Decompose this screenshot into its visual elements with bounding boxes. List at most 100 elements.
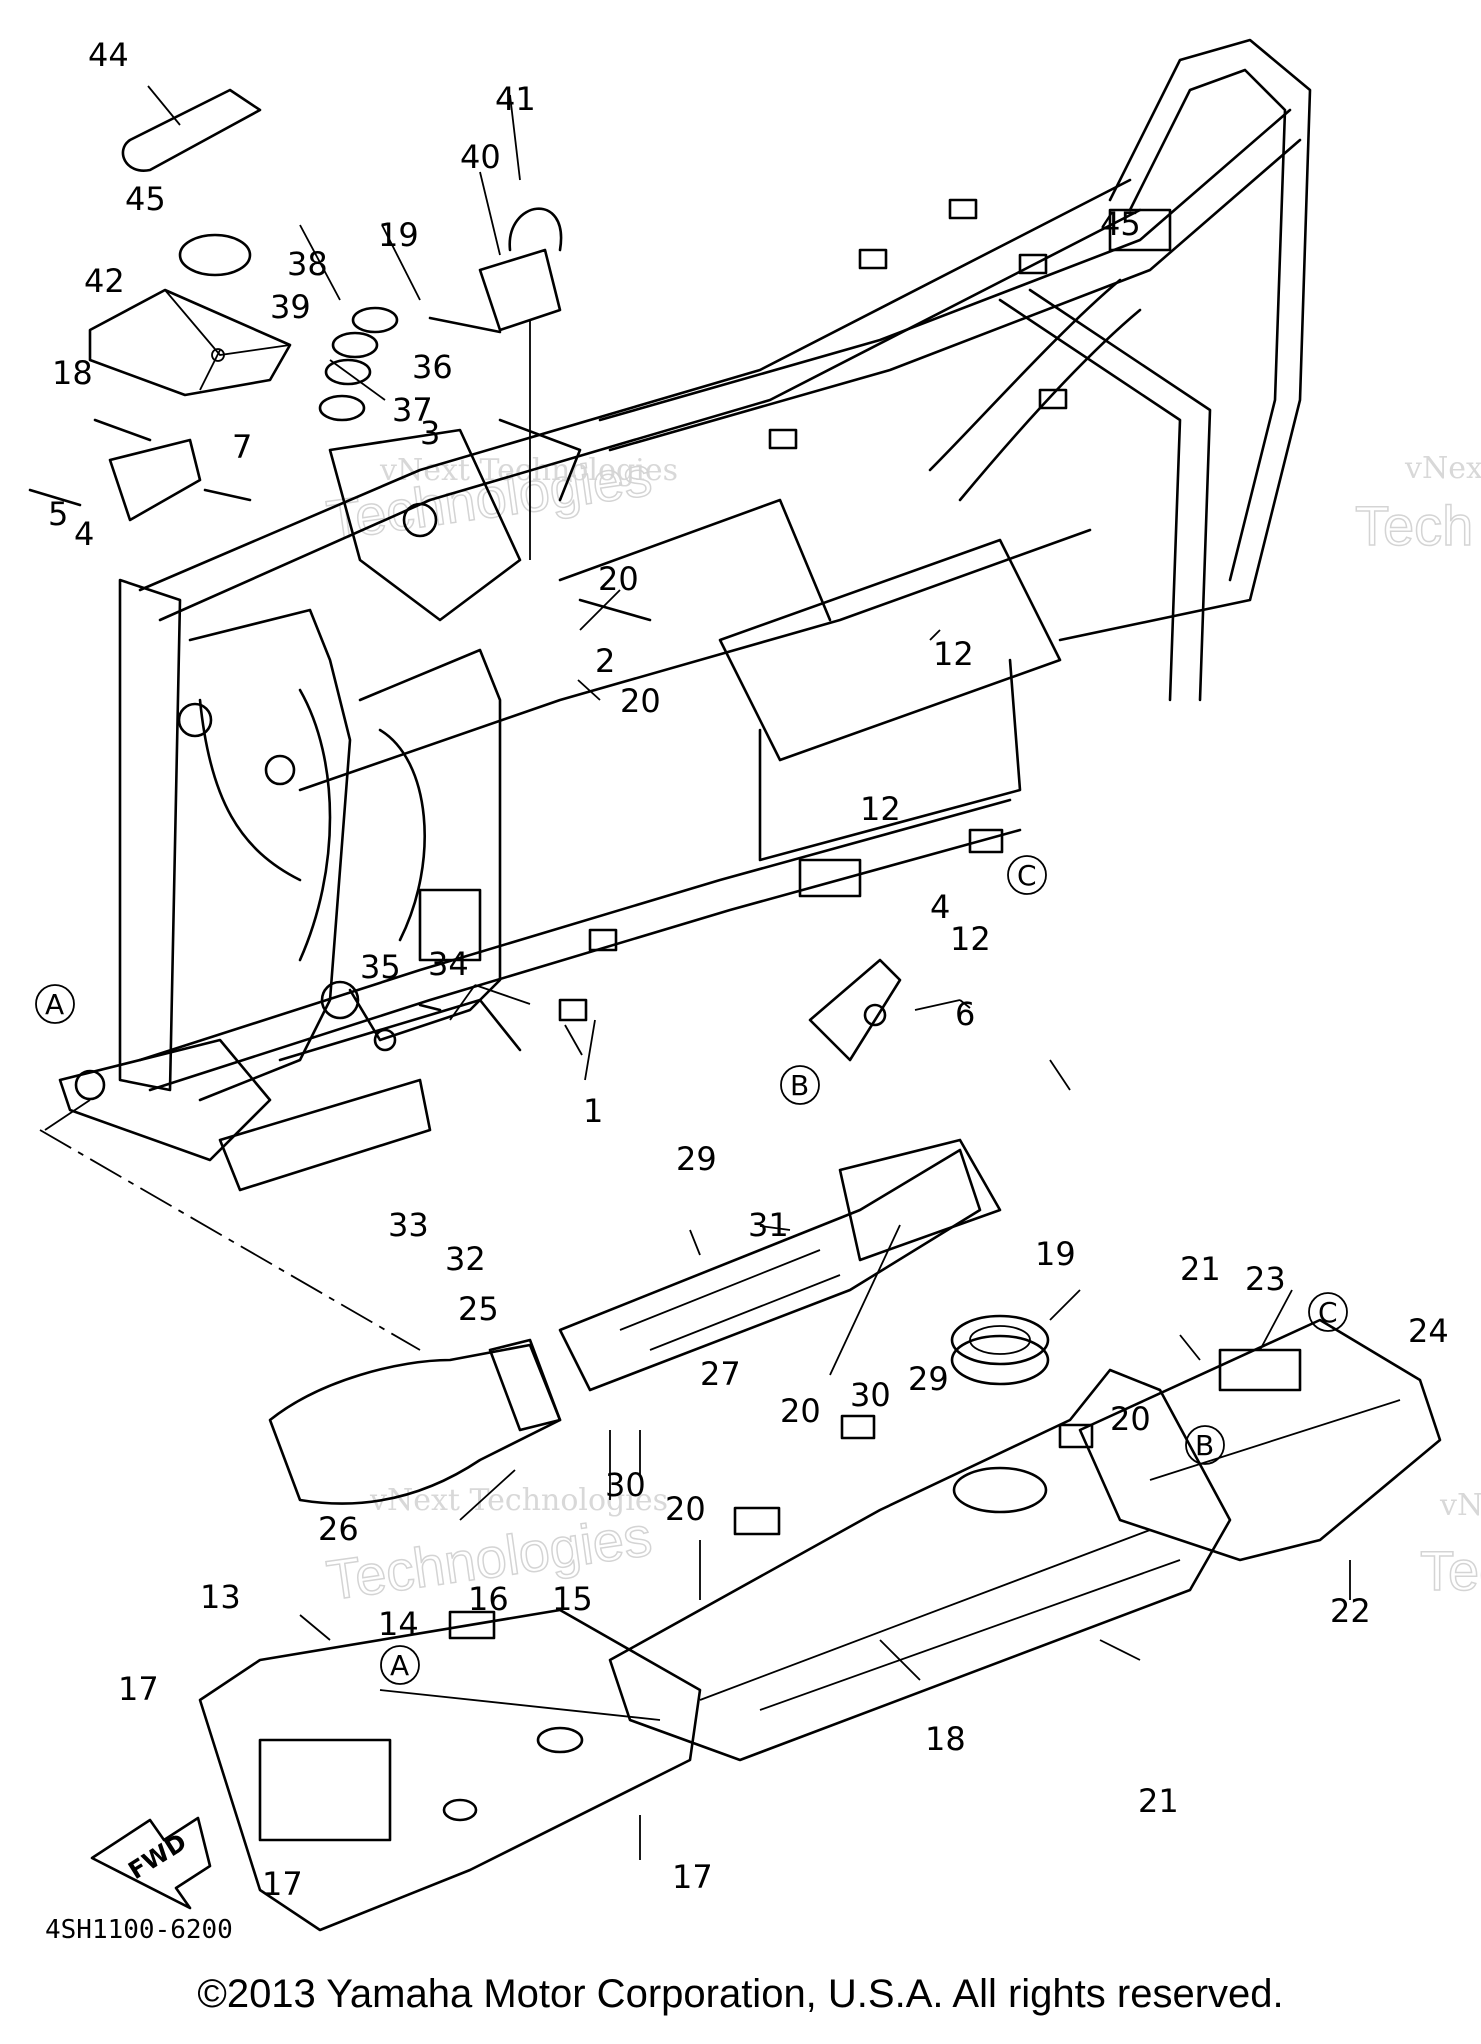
- callout-17b: 17: [262, 1865, 303, 1903]
- callout-7: 7: [232, 428, 252, 466]
- callout-20a: 20: [780, 1392, 821, 1430]
- copyright-notice: ©2013 Yamaha Motor Corporation, U.S.A. A…: [197, 1972, 1284, 2016]
- callout-12b: 12: [860, 790, 901, 828]
- callout-17c: 17: [672, 1858, 713, 1896]
- callout-33: 37: [392, 391, 433, 429]
- ref-marker-c-bottom: C: [1308, 1292, 1348, 1332]
- callout-26: 26: [318, 1510, 359, 1548]
- callout-28: 29: [676, 1140, 717, 1178]
- callout-32: 36: [412, 348, 453, 386]
- callout-17a: 17: [118, 1670, 159, 1708]
- callout-42: 42: [84, 262, 125, 300]
- svg-text:A: A: [390, 1649, 409, 1682]
- svg-text:C: C: [1318, 1296, 1338, 1329]
- callout-11: 20: [620, 682, 661, 720]
- callout-24: 24: [1408, 1312, 1449, 1350]
- callout-19: 19: [1035, 1235, 1076, 1273]
- callout-3: 3: [420, 414, 440, 452]
- callout-18: 18: [925, 1720, 966, 1758]
- part-20-label-a: [840, 1414, 876, 1440]
- callout-44: 45: [125, 180, 166, 218]
- callout-39: 35: [360, 948, 401, 986]
- callout-12c: 12: [950, 920, 991, 958]
- callout-41: 41: [495, 80, 536, 118]
- callout-40: 40: [460, 138, 501, 176]
- callout-30b: 30: [605, 1466, 646, 1504]
- callout-23: 23: [1245, 1260, 1286, 1298]
- callout-15: 15: [552, 1580, 593, 1618]
- callout-43: 44: [88, 36, 129, 74]
- watermark-right-top: vNex Tech: [1354, 451, 1481, 558]
- callout-13: 13: [200, 1578, 241, 1616]
- part-16-label: [448, 1610, 496, 1640]
- ref-marker-a-bottom: A: [380, 1645, 420, 1685]
- callout-31: 31: [748, 1206, 789, 1244]
- svg-text:vNex: vNex: [1404, 451, 1481, 486]
- svg-text:Tech: Tech: [1355, 494, 1473, 557]
- fwd-arrow: FWD: [90, 1816, 212, 1910]
- part-13-front-guard: [198, 1608, 702, 1932]
- reference-line: [39, 1129, 421, 1351]
- callout-14: 14: [378, 1605, 419, 1643]
- callout-45: 45: [1100, 205, 1141, 243]
- part-42-cover: [88, 288, 292, 397]
- callout-16: 16: [468, 1580, 509, 1618]
- part-25-26-shield: [268, 1338, 562, 1505]
- svg-text:A: A: [45, 988, 64, 1021]
- callout-21a: 21: [1180, 1250, 1221, 1288]
- bolts: [28, 316, 652, 1052]
- svg-text:C: C: [1017, 859, 1037, 892]
- part-27-guard: [558, 1138, 1002, 1392]
- callout-25: 25: [458, 1290, 499, 1328]
- callout-10: 20: [598, 560, 639, 598]
- leader-lines: [147, 85, 1351, 1860]
- diagram-code: 4SH1100-6200: [45, 1915, 233, 1945]
- part-22-rear-guard: [1078, 1318, 1442, 1562]
- svg-text:B: B: [1195, 1429, 1214, 1462]
- callout-21b: 21: [1138, 1782, 1179, 1820]
- svg-text:vNex: vNex: [1439, 1488, 1481, 1523]
- part-18-skid-plate: [608, 1368, 1232, 1762]
- callout-20b: 20: [1110, 1400, 1151, 1438]
- part-19-collar: [950, 1314, 1050, 1386]
- callout-37: 33: [388, 1206, 429, 1244]
- callout-2: 2: [595, 642, 615, 680]
- frame-assembly: [58, 38, 1312, 1192]
- part-44-ring: [178, 233, 252, 277]
- part-4-bracket: [108, 438, 902, 1062]
- watermark-right-bottom: vNex Tech: [1419, 1488, 1481, 1603]
- svg-text:Tech: Tech: [1420, 1539, 1481, 1602]
- part-20-label-b: [1058, 1423, 1094, 1449]
- part-20-label-c: [733, 1506, 781, 1536]
- ref-marker-b-top: B: [780, 1065, 820, 1105]
- callout-12a: 12: [933, 635, 974, 673]
- svg-text:FWD: FWD: [123, 1828, 191, 1885]
- parts-40-41-bracket: [478, 207, 563, 560]
- callout-34: 38: [287, 245, 328, 283]
- callout-4b: 4: [930, 888, 950, 926]
- callout-38: 34: [428, 945, 469, 983]
- callout-6: 6: [955, 995, 975, 1033]
- part-23-label: [1218, 1348, 1302, 1392]
- svg-text:vNext Technologies: vNext Technologies: [369, 1483, 668, 1518]
- callout-22: 22: [1330, 1592, 1371, 1630]
- svg-text:B: B: [790, 1069, 809, 1102]
- parts-32-35-washers: [318, 306, 399, 422]
- reference-markers: A A B B C C: [35, 855, 1348, 1685]
- callout-5: 5: [48, 495, 68, 533]
- callout-27: 27: [700, 1355, 741, 1393]
- ref-marker-a-top: A: [35, 984, 75, 1024]
- callout-4a: 4: [74, 515, 94, 553]
- callout-35: 39: [270, 288, 311, 326]
- callout-29: 29: [908, 1360, 949, 1398]
- watermark-top: vNext Technologies Technologies: [322, 443, 678, 552]
- callout-20c: 20: [665, 1490, 706, 1528]
- part-45-tab: [1108, 208, 1172, 252]
- ref-marker-b-bottom: B: [1185, 1425, 1225, 1465]
- callout-1: 1: [583, 1092, 603, 1130]
- callout-30a: 30: [850, 1376, 891, 1414]
- ref-marker-c-top: C: [1007, 855, 1047, 895]
- callout-8: 18: [52, 354, 93, 392]
- part-callouts: 44 45 42 18 5 4 7 38 39 36 37 3 19 40 41…: [48, 36, 1449, 1903]
